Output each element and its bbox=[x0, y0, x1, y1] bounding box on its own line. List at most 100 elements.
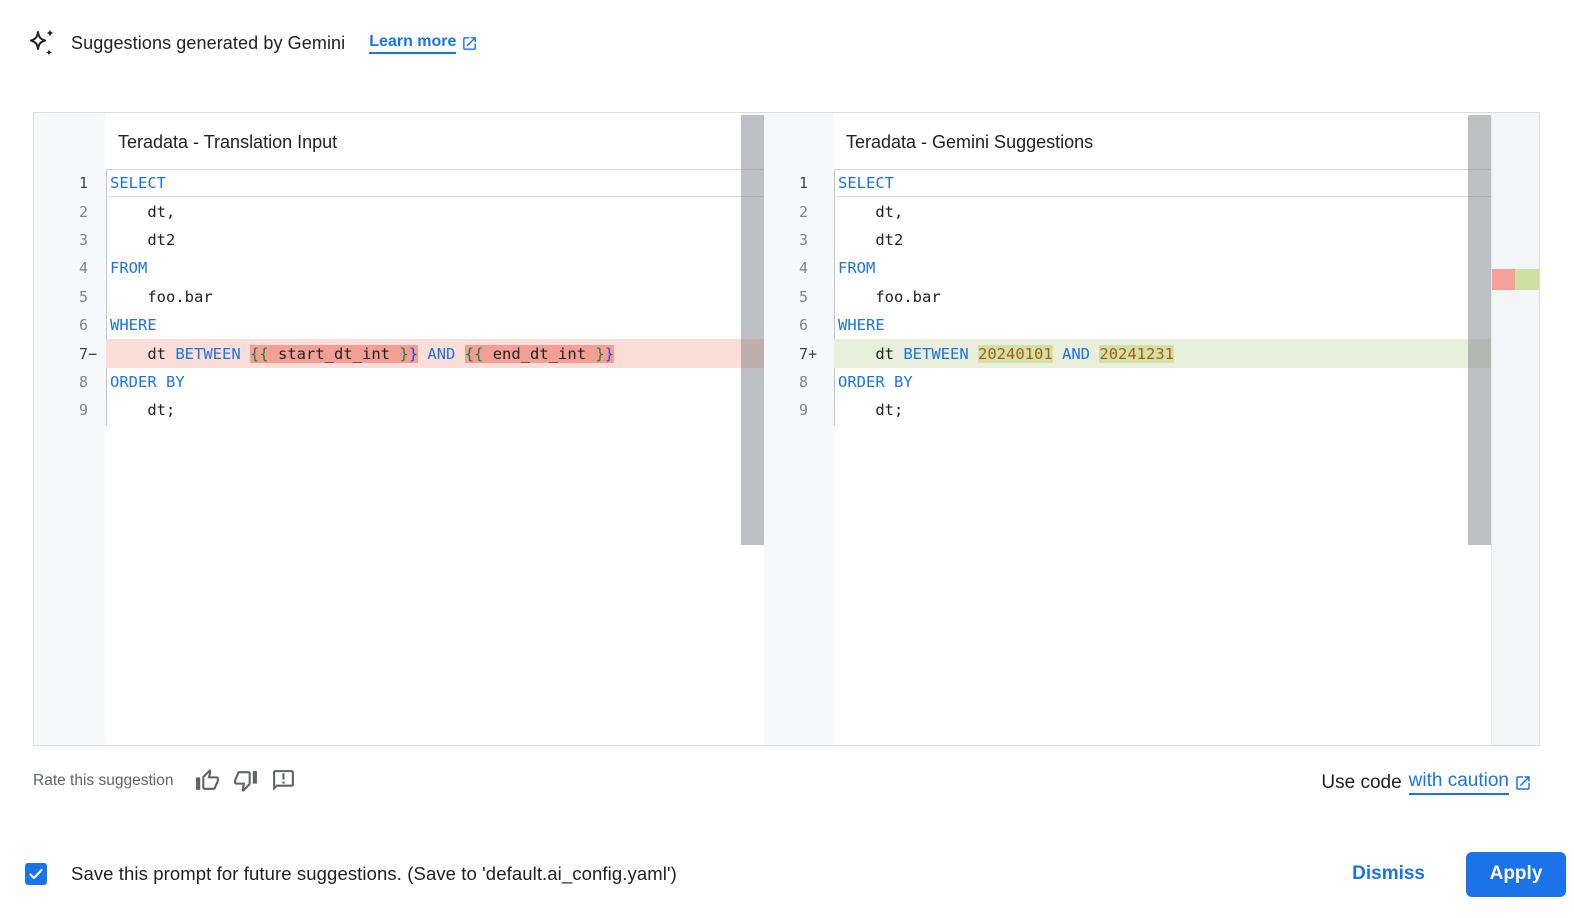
code-content: WHERE bbox=[106, 311, 764, 339]
left-editor-scrollbar[interactable] bbox=[741, 115, 764, 545]
code-line: 9 dt; bbox=[34, 396, 764, 424]
thumb-down-icon bbox=[234, 771, 258, 792]
line-number: 2 bbox=[798, 202, 808, 221]
code-content: ORDER BY bbox=[106, 368, 764, 396]
save-prompt-checkbox[interactable] bbox=[25, 863, 47, 885]
action-bar: Save this prompt for future suggestions.… bbox=[25, 848, 1566, 900]
line-number-cell: 6 bbox=[764, 311, 834, 339]
code-token bbox=[838, 345, 875, 363]
code-token: AND bbox=[1062, 344, 1091, 363]
line-number-cell: 2 bbox=[764, 197, 834, 225]
code-content: ORDER BY bbox=[834, 368, 1491, 396]
feedback-button[interactable] bbox=[271, 768, 296, 793]
thumb-up-icon bbox=[196, 769, 220, 790]
deleted-diff-marker bbox=[1492, 269, 1515, 290]
code-token: WHERE bbox=[838, 316, 885, 335]
gutter-divider bbox=[834, 169, 835, 426]
thumb-up-button[interactable] bbox=[195, 768, 220, 793]
code-token: dt bbox=[147, 344, 166, 363]
code-token: foo.bar bbox=[110, 287, 213, 306]
line-number: 1 bbox=[78, 174, 88, 193]
line-number-cell: 1 bbox=[764, 169, 834, 197]
code-token: } bbox=[604, 344, 615, 363]
code-content: foo.bar bbox=[106, 283, 764, 311]
code-token: AND bbox=[427, 344, 456, 363]
with-caution-link[interactable]: with caution bbox=[1408, 770, 1532, 795]
code-token: start_dt_int bbox=[268, 344, 400, 363]
code-token bbox=[1090, 345, 1099, 363]
open-in-new-icon bbox=[1516, 775, 1530, 790]
code-line: 3 dt2 bbox=[34, 226, 764, 254]
code-token: foo.bar bbox=[838, 287, 941, 306]
code-token bbox=[110, 345, 147, 363]
code-token: 20241231 bbox=[1099, 344, 1175, 363]
code-content: dt2 bbox=[106, 226, 764, 254]
code-token: } bbox=[595, 344, 605, 363]
line-number-gutter bbox=[764, 113, 834, 745]
feedback-icon bbox=[273, 770, 295, 791]
rate-suggestion-row: Rate this suggestion bbox=[33, 768, 309, 793]
code-token: dt, bbox=[838, 202, 904, 221]
code-line: 8 ORDER BY bbox=[764, 368, 1491, 396]
code-content: FROM bbox=[834, 254, 1491, 282]
line-number-cell: 3 bbox=[34, 226, 106, 254]
code-token: {{ bbox=[250, 344, 269, 363]
code-line: 2 dt, bbox=[764, 197, 1491, 225]
line-number-cell: 9 bbox=[34, 396, 106, 424]
diff-line-marker: + bbox=[808, 344, 818, 363]
line-number-cell: 4 bbox=[34, 254, 106, 282]
apply-button[interactable]: Apply bbox=[1466, 851, 1566, 897]
thumb-down-button[interactable] bbox=[233, 768, 258, 793]
code-token: } bbox=[399, 344, 409, 363]
line-number: 1 bbox=[798, 174, 808, 193]
code-token bbox=[455, 345, 464, 363]
line-number-cell: 1 bbox=[34, 169, 106, 197]
use-code-text: Use code bbox=[1321, 771, 1402, 793]
code-line: 6 WHERE bbox=[764, 311, 1491, 339]
save-prompt-label: Save this prompt for future suggestions.… bbox=[71, 863, 677, 884]
line-number: 9 bbox=[78, 401, 88, 420]
code-token: dt, bbox=[110, 202, 176, 221]
code-line: 3 dt2 bbox=[764, 226, 1491, 254]
code-content: dt, bbox=[834, 197, 1491, 225]
line-number-cell: 6 bbox=[34, 311, 106, 339]
code-token: FROM bbox=[838, 259, 876, 278]
code-token: 20240101 bbox=[978, 344, 1053, 363]
code-line: 5 foo.bar bbox=[764, 283, 1491, 311]
learn-more-link[interactable]: Learn more bbox=[369, 33, 478, 54]
code-token: dt; bbox=[110, 401, 176, 420]
line-number: 4 bbox=[78, 259, 88, 278]
line-number-gutter bbox=[34, 113, 106, 745]
line-number-cell: 7+ bbox=[764, 339, 834, 367]
added-diff-marker bbox=[1515, 269, 1539, 290]
left-panel-title: Teradata - Translation Input bbox=[118, 132, 338, 152]
line-number-cell: 5 bbox=[764, 283, 834, 311]
code-token: dt2 bbox=[838, 230, 904, 249]
line-number: 8 bbox=[798, 372, 808, 391]
rate-label: Rate this suggestion bbox=[33, 771, 174, 789]
line-number: 5 bbox=[78, 287, 88, 306]
code-token: } bbox=[408, 344, 419, 363]
code-content: SELECT bbox=[106, 169, 764, 198]
code-token: ORDER BY bbox=[838, 372, 913, 391]
code-line: 7− dt BETWEEN {{ start_dt_int }} AND {{ … bbox=[34, 339, 764, 368]
dismiss-button[interactable]: Dismiss bbox=[1348, 855, 1429, 893]
right-editor-scrollbar[interactable] bbox=[1468, 115, 1491, 545]
gemini-sparkle-icon bbox=[30, 29, 54, 56]
line-number: 6 bbox=[798, 316, 808, 335]
code-content: dt; bbox=[106, 396, 764, 424]
line-number-cell: 5 bbox=[34, 283, 106, 311]
code-token bbox=[418, 345, 427, 363]
code-token: SELECT bbox=[110, 174, 166, 193]
code-token: dt; bbox=[838, 401, 904, 420]
code-content: dt, bbox=[106, 197, 764, 225]
